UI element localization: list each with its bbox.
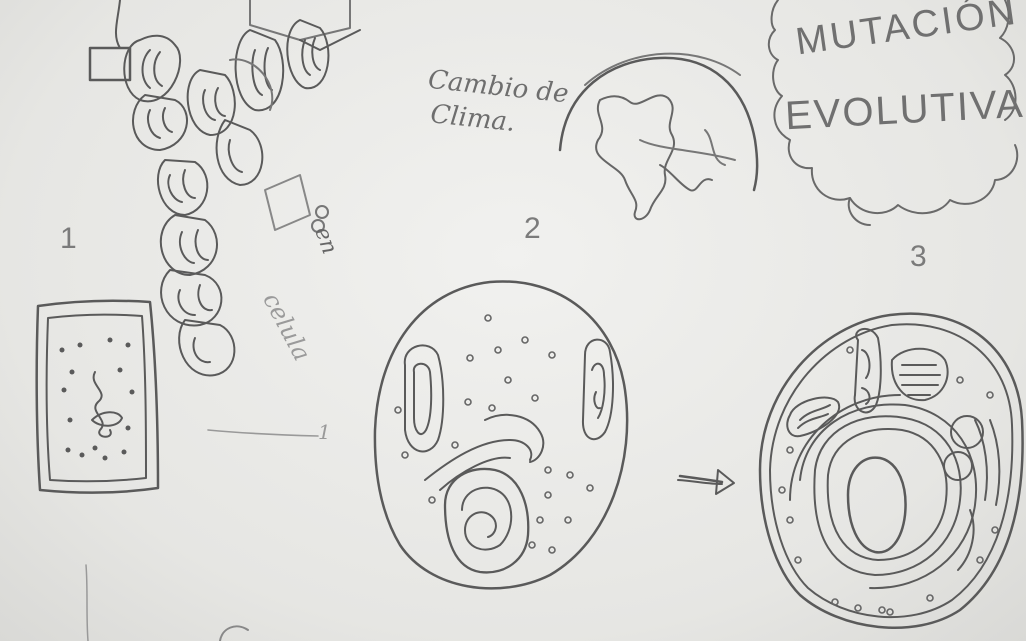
climate-globe-sketch (560, 54, 757, 220)
climate-change-label: Cambio de Clima. (423, 63, 570, 145)
bottom-mark: 1 (318, 420, 331, 444)
stage-number-2: 2 (524, 212, 541, 246)
membrane-chain-sketch (90, 0, 360, 375)
cell-stage-2 (375, 281, 627, 588)
cell-stage-3 (760, 314, 1023, 628)
faint-arrow-line (208, 430, 318, 436)
bottom-faint-line (86, 565, 88, 641)
stage-number-1: 1 (60, 222, 77, 256)
stage-number-3: 3 (910, 240, 927, 274)
cell-stage-1 (37, 301, 158, 493)
bottom-partial-circle (220, 626, 248, 641)
evolution-arrow (678, 470, 734, 494)
